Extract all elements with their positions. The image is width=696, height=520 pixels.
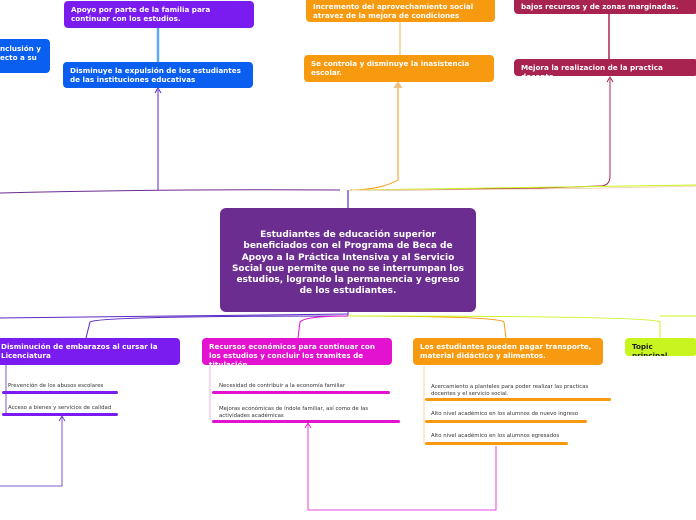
- node-topic-principal[interactable]: Topic principal: [625, 338, 696, 356]
- leaf-underline: [425, 398, 611, 401]
- leaf-underline: [212, 391, 390, 394]
- leaf-goods-access[interactable]: Acceso a bienes y servicios de calidad: [8, 405, 112, 411]
- arrow-pregnancy-loop: [58, 415, 66, 422]
- node-improvement[interactable]: Incremento del aprovechamiento social at…: [306, 0, 495, 22]
- connector-bottom-bus: [0, 313, 349, 319]
- connector-to-right-edge-2: [351, 185, 696, 191]
- leaf-underline: [2, 391, 118, 394]
- node-absence[interactable]: Se controla y disminuye la inasistencia …: [304, 55, 494, 82]
- leaf-underline: [2, 413, 118, 416]
- connector-to-absence: [349, 84, 399, 191]
- connector-to-resources: [297, 315, 349, 339]
- arrow-practice: [606, 76, 614, 83]
- arrow-absence: [393, 81, 403, 89]
- connector-to-practice: [351, 79, 611, 191]
- connector-to-right-edge-1: [351, 184, 696, 191]
- node-expulsion[interactable]: Disminuye la expulsión de los estudiante…: [63, 62, 253, 88]
- connector-pregnancy-loop: [0, 416, 63, 487]
- node-resources[interactable]: Recursos económicos para continuar con l…: [202, 338, 392, 365]
- leaf-underline: [212, 420, 400, 423]
- connector-to-topic: [347, 315, 661, 338]
- node-practice[interactable]: Mejora la realizacion de la practica doc…: [514, 59, 696, 76]
- leaf-family-economy[interactable]: Necesidad de contribuir a la economía fa…: [219, 383, 346, 389]
- central-topic[interactable]: Estudiantes de educación superior benefi…: [220, 208, 476, 312]
- node-pregnancy[interactable]: Disminución de embarazos al cursar la Li…: [0, 338, 180, 365]
- arrow-expulsion: [154, 87, 162, 94]
- connector-to-transport: [347, 315, 507, 339]
- leaf-underline: [425, 442, 568, 445]
- leaf-graduates[interactable]: Alto nivel académico en los alumnos egre…: [431, 433, 560, 439]
- connector-to-left-edge: [0, 189, 341, 194]
- arrow-resources-loop: [304, 422, 312, 429]
- connector-resources-loop: [307, 424, 497, 511]
- node-marginal[interactable]: bajos recursos y de zonas marginadas.: [514, 0, 696, 14]
- leaf-abuse-prevention[interactable]: Prevención de los abusos escolares: [8, 383, 104, 389]
- connector-to-pregnancy: [85, 315, 349, 339]
- leaf-underline: [425, 420, 587, 423]
- node-family-support[interactable]: Apoyo por parte de la familia para conti…: [64, 1, 254, 28]
- leaf-campus-access[interactable]: Acercamiento a planteles para poder real…: [431, 384, 589, 397]
- leaf-new-students[interactable]: Alto nivel académico en los alumnos de n…: [431, 411, 579, 417]
- node-transport[interactable]: Los estudiantes pueden pagar transporte,…: [413, 338, 603, 365]
- leaf-economic-improvement[interactable]: Mejoras económicas de índole familiar, a…: [219, 406, 369, 419]
- node-inclusion-partial[interactable]: nclusión y ecto a su: [0, 39, 50, 73]
